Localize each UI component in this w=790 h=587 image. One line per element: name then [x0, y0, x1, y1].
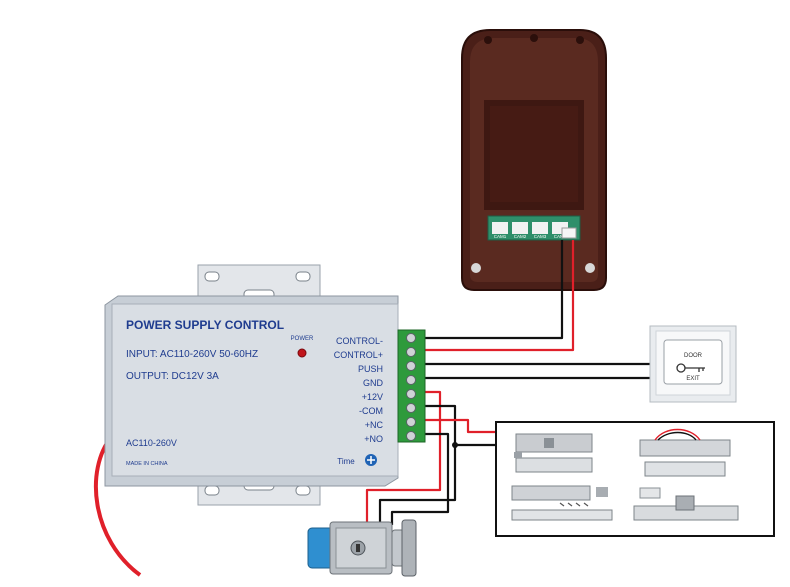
wire-12v-lock [365, 390, 442, 525]
psu-title: POWER SUPPLY CONTROL [126, 318, 284, 332]
terminal-label-12v: +12V [362, 392, 383, 402]
wires [93, 240, 650, 577]
screw-icon [530, 34, 538, 42]
wire-nc-locks [425, 418, 496, 434]
wire-com-locks [425, 404, 496, 447]
screw-icon [471, 263, 481, 273]
psu-output-spec: OUTPUT: DC12V 3A [126, 371, 219, 382]
terminal-screws [406, 333, 416, 441]
exit-button-device: DOOR EXIT [649, 325, 737, 403]
power-label: POWER [291, 336, 314, 342]
exit-push-button[interactable] [663, 339, 723, 385]
lock-options-box [495, 421, 775, 537]
ac-label: AC110-260V [126, 438, 177, 448]
terminal-screw-icon[interactable] [406, 375, 416, 385]
door-station-panel: CAM1 CAM2 CAM3 CAM4 [461, 29, 607, 291]
terminal-label-nc: +NC [365, 420, 384, 430]
wire-junction [452, 442, 458, 448]
terminal-screw-icon[interactable] [406, 333, 416, 343]
drop-bolt-lock-image [511, 485, 613, 521]
psu-input-spec: INPUT: AC110-260V 50-60HZ [126, 349, 258, 360]
terminal-label-com: -COM [359, 406, 383, 416]
terminal-screw-icon[interactable] [406, 361, 416, 371]
cam-label-2: CAM2 [514, 234, 527, 239]
power-supply-unit: POWER SUPPLY CONTROL INPUT: AC110-260V 5… [104, 264, 426, 506]
screw-icon [576, 36, 584, 44]
terminal-screw-icon[interactable] [406, 389, 416, 399]
wire-no [390, 432, 450, 525]
terminal-label-push: PUSH [358, 364, 383, 374]
screw-icon [585, 263, 595, 273]
cam-label-3: CAM3 [534, 234, 547, 239]
terminal-screw-icon[interactable] [406, 403, 416, 413]
terminal-label-gnd: GND [363, 378, 384, 388]
terminal-screw-icon[interactable] [406, 347, 416, 357]
wire-control-minus [425, 240, 564, 340]
wire-com-lock [378, 445, 457, 525]
terminal-screw-icon[interactable] [406, 417, 416, 427]
bolt-lock-image [514, 433, 593, 473]
power-led-icon [297, 348, 307, 358]
key-icon [676, 363, 705, 373]
cam-label-1: CAM1 [494, 234, 507, 239]
electric-door-lock [307, 519, 417, 577]
wire-control-plus [425, 240, 575, 352]
time-label: Time [337, 457, 355, 466]
terminal-screw-icon[interactable] [406, 431, 416, 441]
screw-icon [484, 36, 492, 44]
terminal-label-no: +NO [364, 434, 383, 444]
exit-exit-label: EXIT [686, 376, 700, 382]
terminal-label-control-minus: CONTROL- [336, 336, 383, 346]
cam-label-4: CAM4 [554, 234, 567, 239]
exit-door-label: DOOR [684, 353, 703, 359]
terminal-label-control-plus: CONTROL+ [334, 350, 383, 360]
electric-strike-image [633, 487, 739, 521]
magnetic-lock-image [639, 428, 731, 477]
made-in-label: MADE IN CHINA [126, 461, 168, 467]
mains-cable [93, 434, 142, 577]
